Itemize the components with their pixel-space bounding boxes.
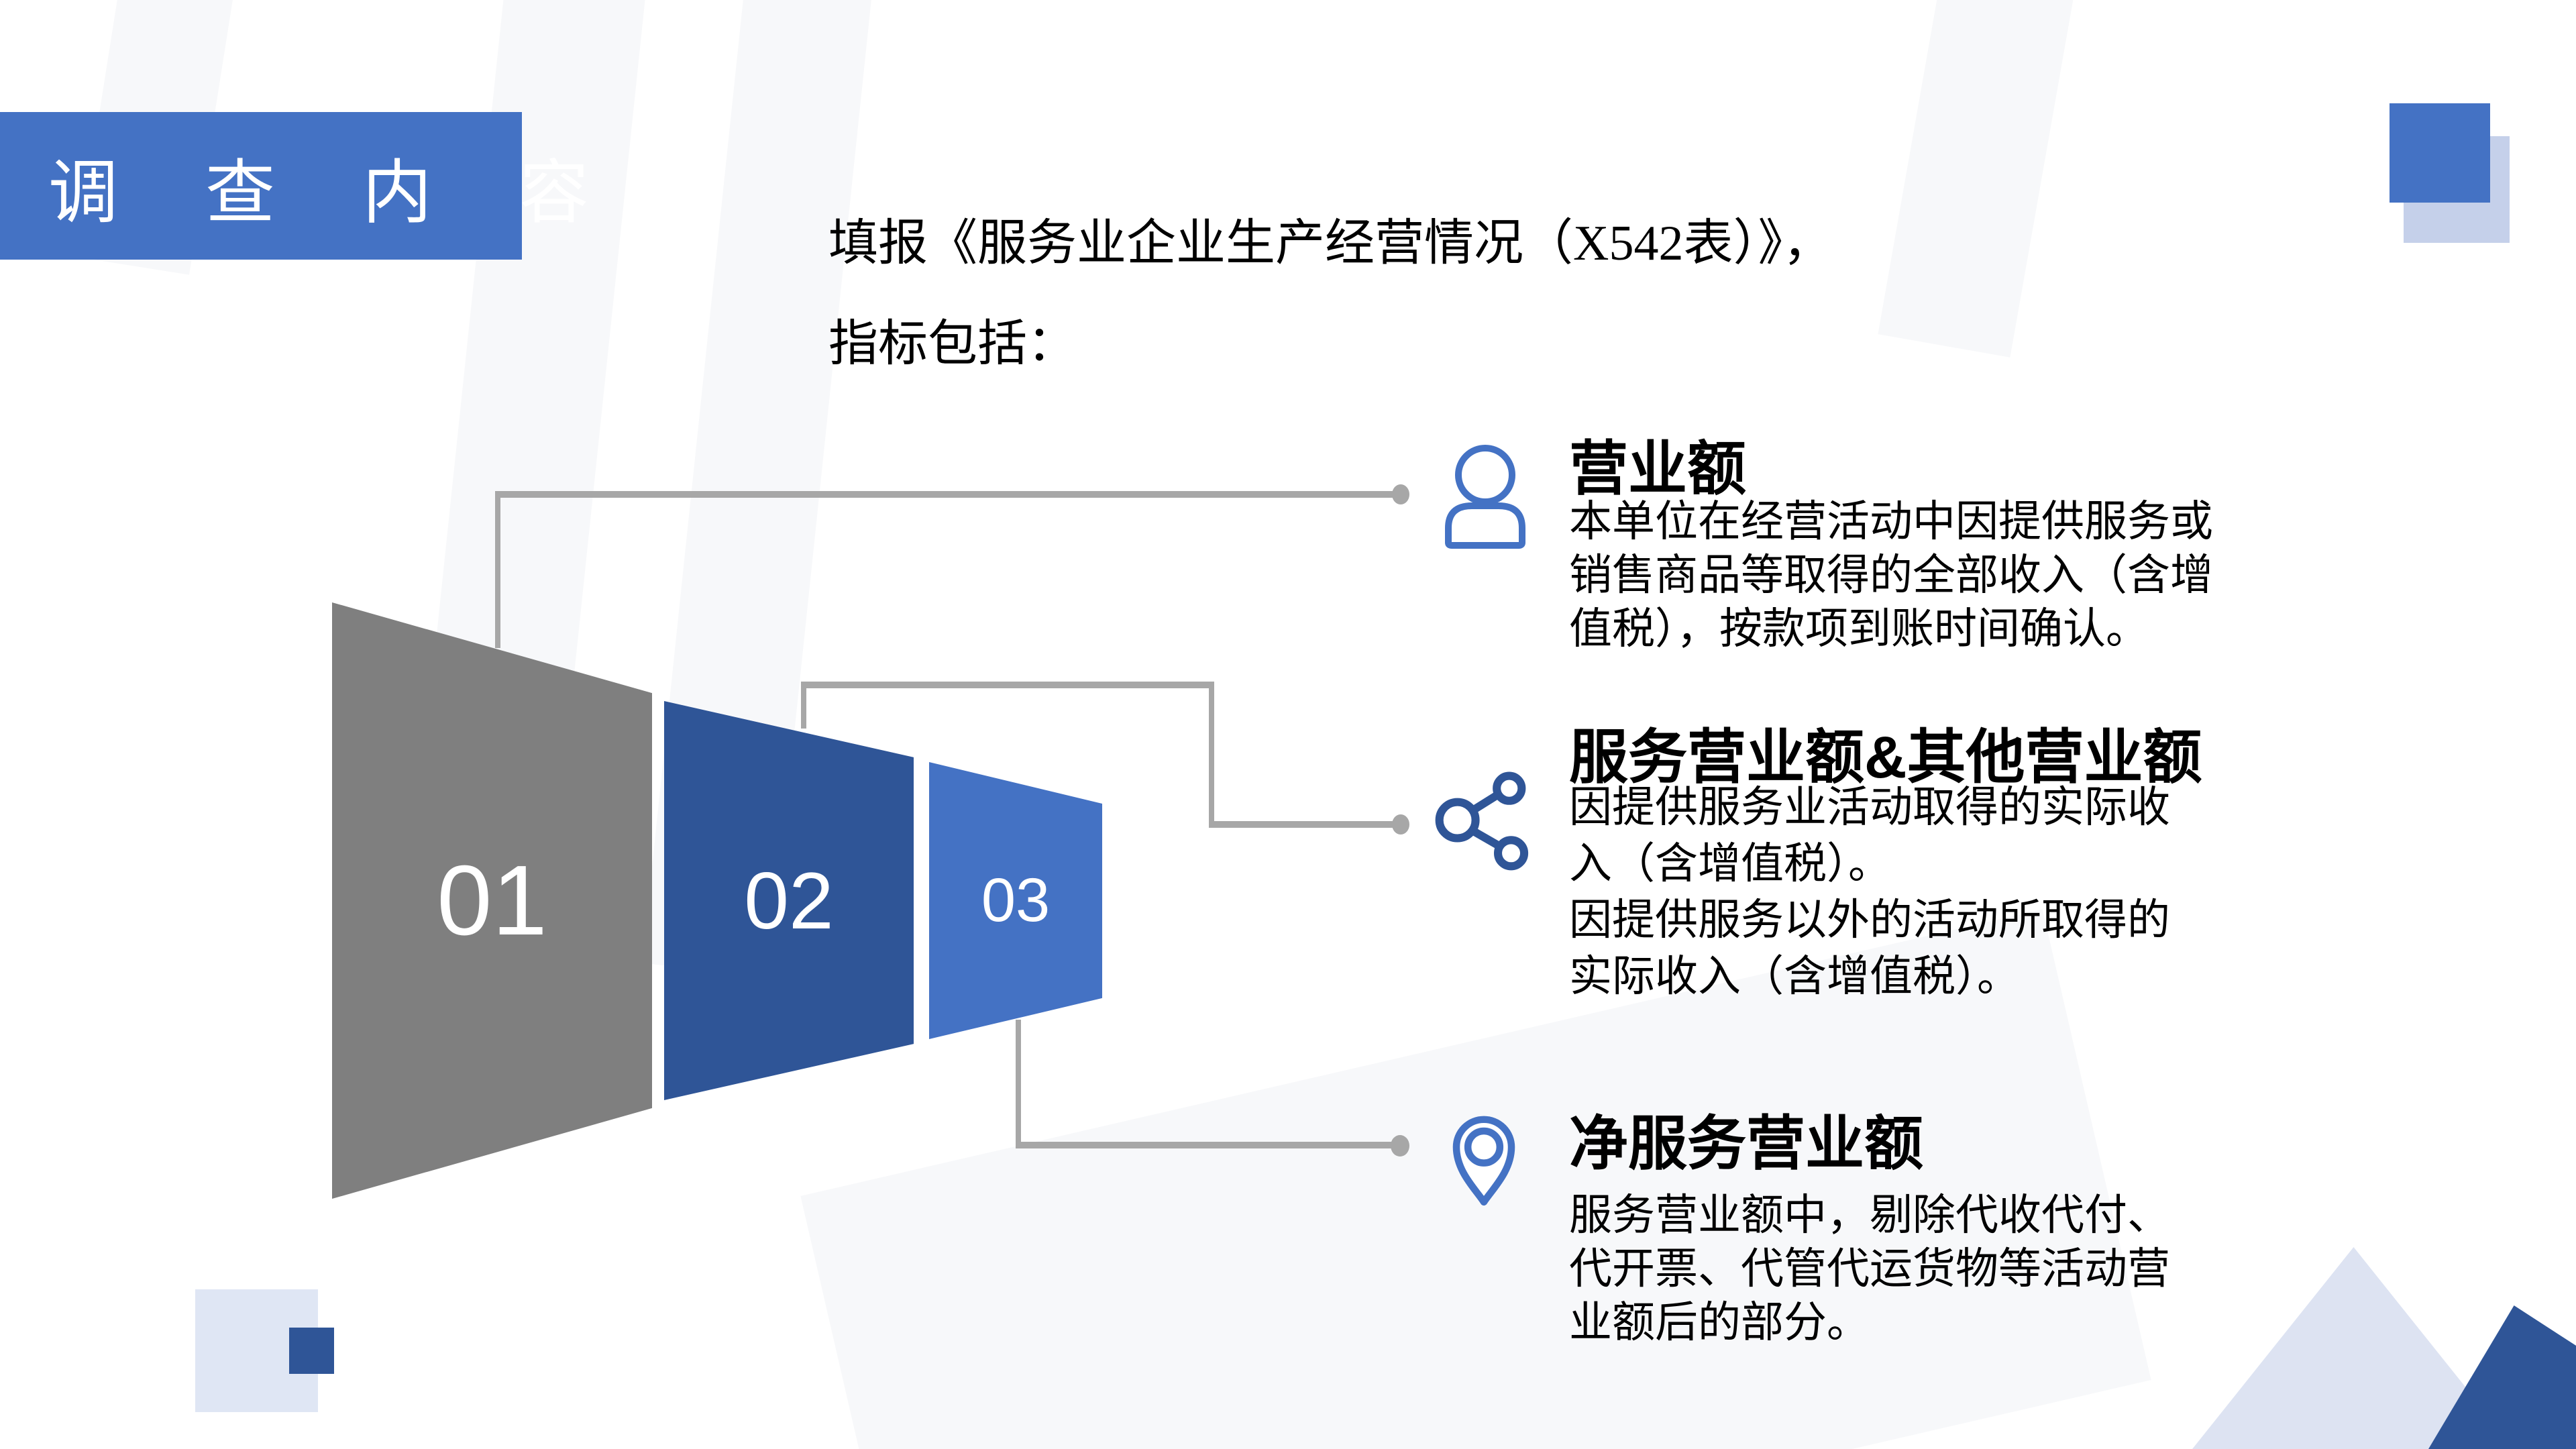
item-3-body: 服务营业额中，剔除代收代付、代开票、代管代运货物等活动营业额后的部分。 <box>1569 1189 2170 1350</box>
connector-2-vertical-a <box>801 682 806 729</box>
item-3-title: 净服务营业额 <box>1569 1110 1924 1177</box>
item-1-body: 本单位在经营活动中因提供服务或销售商品等取得的全部收入（含增值税），按款项到账时… <box>1569 495 2213 656</box>
decorative-square-blue <box>2390 103 2490 203</box>
body-line: 实际收入（含增值税）。 <box>1569 953 2020 1000</box>
body-line: 销售商品等取得的全部收入（含增 <box>1569 551 2213 599</box>
item-2-title: 服务营业额&其他营业额 <box>1569 724 2202 790</box>
body-line: 服务营业额中，剔除代收代付、 <box>1569 1191 2170 1239</box>
item-2-body: 因提供服务业活动取得的实际收入（含增值税）。因提供服务以外的活动所取得的实际收入… <box>1569 780 2170 1005</box>
slide-title-bar: 调 查 内 容 <box>0 112 589 260</box>
funnel-step-02-number: 02 <box>744 855 834 946</box>
intro-text: 填报《服务业企业生产经营情况（X542表）》， 指标包括： <box>828 193 1832 394</box>
item-1-title: 营业额 <box>1569 435 1747 502</box>
intro-line-1: 填报《服务业企业生产经营情况（X542表）》， <box>828 216 1833 271</box>
funnel-step-03: 03 <box>929 762 1102 1039</box>
body-line: 代开票、代管代运货物等活动营 <box>1569 1245 2170 1293</box>
share-icon <box>1428 769 1534 885</box>
body-line: 本单位在经营活动中因提供服务或 <box>1569 498 2213 545</box>
background-band <box>1878 0 2080 358</box>
location-pin-icon <box>1442 1106 1525 1215</box>
connector-2-dot <box>1392 814 1409 835</box>
connector-1-vertical <box>495 492 500 648</box>
funnel-step-01-number: 01 <box>437 845 547 956</box>
connector-2-vertical-b <box>1209 682 1214 828</box>
connector-3-vertical <box>1016 1020 1021 1148</box>
body-line: 值税），按款项到账时间确认。 <box>1569 605 2149 653</box>
connector-2-horizontal-a <box>801 682 1214 688</box>
funnel-step-02: 02 <box>664 701 914 1100</box>
body-line: 因提供服务业活动取得的实际收 <box>1569 784 2170 831</box>
funnel-step-03-number: 03 <box>981 866 1051 934</box>
slide-title: 调 查 内 容 <box>48 154 625 232</box>
decorative-square-navy <box>289 1328 334 1374</box>
connector-1-horizontal <box>495 491 1397 498</box>
body-line: 入（含增值税）。 <box>1569 840 1891 888</box>
intro-line-2: 指标包括： <box>828 317 1077 372</box>
funnel-step-01: 01 <box>332 602 652 1199</box>
connector-2-horizontal-b <box>1209 821 1398 828</box>
user-icon <box>1441 441 1529 552</box>
connector-1-dot <box>1392 484 1409 504</box>
connector-3-dot <box>1391 1135 1409 1157</box>
connector-3-horizontal <box>1016 1142 1398 1148</box>
body-line: 业额后的部分。 <box>1569 1299 1870 1346</box>
body-line: 因提供服务以外的活动所取得的 <box>1569 896 2170 944</box>
